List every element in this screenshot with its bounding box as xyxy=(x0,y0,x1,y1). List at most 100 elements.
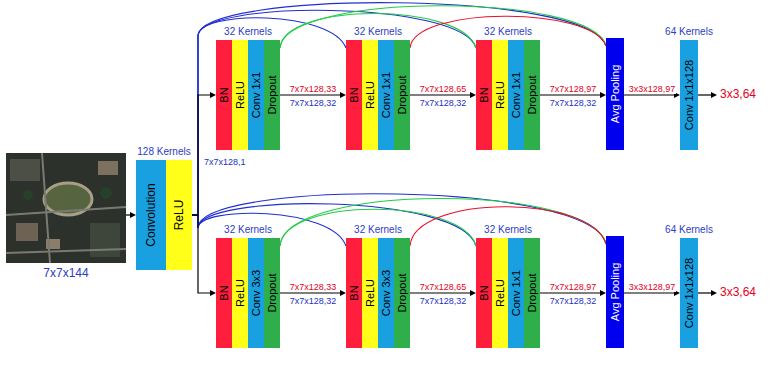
bn-layer: BN xyxy=(476,40,492,150)
output-line xyxy=(698,94,712,95)
tensor-size: 3x3x128,97 xyxy=(628,84,677,94)
bn-layer: BN xyxy=(216,238,232,348)
size-label: 7x7x144 xyxy=(43,266,88,280)
patch-roof xyxy=(16,223,38,241)
kernel-count: 32 Kernels xyxy=(484,26,532,38)
skip-connection xyxy=(280,6,606,48)
layer-name: Convolution xyxy=(145,183,157,246)
relu-layer: ReLU xyxy=(362,40,378,150)
layer-name: Avg Pooling xyxy=(610,263,621,322)
connector xyxy=(192,92,216,215)
output-line xyxy=(698,292,712,293)
relu-layer: ReLU xyxy=(232,238,248,348)
layer-name: Conv 3x3 xyxy=(251,270,262,316)
tensor-size: 7x7x128,32 xyxy=(289,296,338,307)
layer-name: BN xyxy=(219,87,230,102)
patch-block xyxy=(90,223,120,257)
layer-name: Avg Pooling xyxy=(610,65,621,124)
arrow-head xyxy=(711,290,717,296)
connector xyxy=(280,6,606,48)
flow-line xyxy=(410,94,471,95)
skip-connection xyxy=(192,18,346,215)
dense-block: 32 KernelsBNReLUConv 1x1Dropout xyxy=(476,40,540,150)
layer-name: ReLU xyxy=(235,81,246,109)
kernel-count: 32 Kernels xyxy=(224,224,272,236)
tensor-size: 7x7x128,65 xyxy=(419,282,468,292)
layer-name: ReLU xyxy=(173,200,185,231)
kernel-count: 64 Kernels xyxy=(665,224,713,236)
connector xyxy=(126,212,136,218)
avg-pool-layer: Avg Pooling xyxy=(606,38,624,150)
tensor-size: 7x7x128,33 xyxy=(289,84,338,94)
flow-line xyxy=(280,94,341,95)
patch-ground xyxy=(6,153,126,263)
flow-line xyxy=(540,94,601,95)
kernel-count: 32 Kernels xyxy=(354,26,402,38)
dropout-layer: Dropout xyxy=(394,238,410,348)
flow-line xyxy=(192,95,211,215)
layer-name: Dropout xyxy=(527,75,538,114)
layer-name: BN xyxy=(349,87,360,102)
layer-name: ReLU xyxy=(495,279,506,307)
layer-name: Dropout xyxy=(267,75,278,114)
connector xyxy=(192,194,606,244)
dropout-layer: Dropout xyxy=(394,40,410,150)
conv-layer: Convolution xyxy=(136,160,166,270)
tensor-size: 7x7x128,65 xyxy=(419,84,468,94)
layer-name: BN xyxy=(479,87,490,102)
satellite-patch xyxy=(6,153,126,263)
relu-layer: ReLU xyxy=(492,238,508,348)
layer-name: ReLU xyxy=(365,81,376,109)
dense-block: 32 KernelsBNReLUConv 1x1Dropout xyxy=(346,40,410,150)
conv-layer: Conv 1x1 xyxy=(508,40,524,150)
conv-block: 128 KernelsConvolutionReLU xyxy=(136,160,192,270)
conv-layer: 64 KernelsConv 1x1x128 xyxy=(680,40,698,150)
flow-line xyxy=(192,215,211,293)
flow-line xyxy=(410,292,471,293)
dropout-layer: Dropout xyxy=(264,40,280,150)
layer-name: BN xyxy=(349,285,360,300)
patch-roof xyxy=(98,161,118,175)
flow-line xyxy=(280,292,341,293)
relu-layer: ReLU xyxy=(362,238,378,348)
layer-name: Conv 1x1x128 xyxy=(684,258,695,328)
dropout-layer: Dropout xyxy=(524,40,540,150)
flow-line xyxy=(624,94,675,95)
flow-line xyxy=(624,292,675,293)
output-size: 3x3,64 xyxy=(719,285,757,299)
patch-block xyxy=(10,159,40,181)
flow-line xyxy=(540,292,601,293)
tensor-size: 7x7x128,97 xyxy=(549,84,598,94)
layer-name: Dropout xyxy=(267,273,278,312)
conv-layer: Conv 1x1 xyxy=(508,238,524,348)
connector xyxy=(192,215,216,296)
conv-layer: Conv 1x1 xyxy=(378,40,394,150)
layer-name: Conv 3x3 xyxy=(381,270,392,316)
patch-tree xyxy=(100,187,112,199)
patch-tree xyxy=(23,190,33,200)
connector xyxy=(192,10,476,215)
layer-name: Conv 1x1 xyxy=(511,270,522,316)
skip-connection xyxy=(192,3,606,215)
layer-name: Conv 1x1 xyxy=(511,72,522,118)
dropout-layer: Dropout xyxy=(264,238,280,348)
bn-layer: BN xyxy=(476,238,492,348)
tensor-size: 7x7x128,32 xyxy=(549,98,598,109)
tensor-size: 7x7x128,32 xyxy=(419,296,468,307)
conv-layer: Conv 3x3 xyxy=(248,238,264,348)
output-size: 3x3,64 xyxy=(719,87,757,101)
patch-road xyxy=(6,153,126,263)
dense-block: 32 KernelsBNReLUConv 1x1Dropout xyxy=(216,40,280,150)
skip-connection xyxy=(280,198,606,246)
layer-name: Conv 1x1x128 xyxy=(684,60,695,130)
layer-name: Dropout xyxy=(397,75,408,114)
tensor-size: 7x7x128,32 xyxy=(419,98,468,109)
dense-block: 32 KernelsBNReLUConv 3x3Dropout xyxy=(346,238,410,348)
connector xyxy=(192,3,606,215)
dropout-layer: Dropout xyxy=(524,238,540,348)
kernel-count: 128 Kernels xyxy=(137,146,190,158)
kernel-count: 32 Kernels xyxy=(484,224,532,236)
layer-name: BN xyxy=(479,285,490,300)
layer-name: ReLU xyxy=(495,81,506,109)
